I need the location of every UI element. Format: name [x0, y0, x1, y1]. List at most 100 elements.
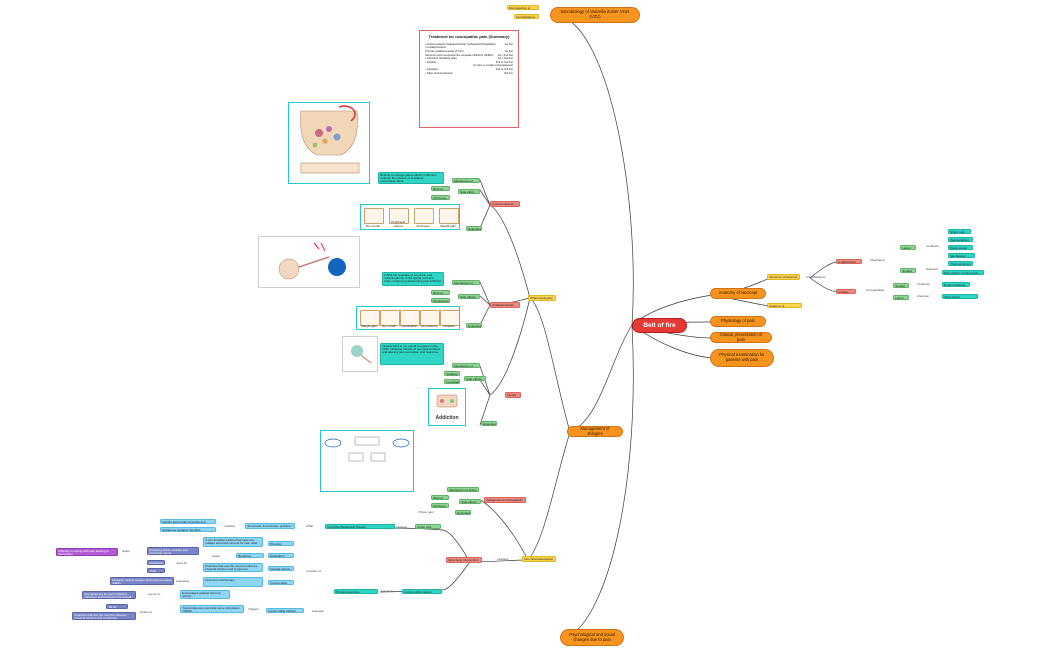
a-delta-detail-5[interactable]: Thermal stimuli: [948, 261, 973, 266]
antidepressant-side-effects[interactable]: Side effects: [458, 294, 480, 299]
constipation-icon: [400, 310, 420, 326]
graded-activity-node[interactable]: Graded activity: [268, 566, 294, 571]
examples-2[interactable]: Examples: [466, 323, 482, 328]
anticonvulsants-node[interactable]: Anticonvulsants: [490, 201, 520, 207]
gabapentin-examples[interactable]: Examples: [455, 510, 471, 515]
dizziness-3[interactable]: Dizziness: [431, 503, 449, 508]
mind-description[interactable]: Practices that use the mind to influence…: [203, 563, 263, 572]
drowsiness[interactable]: Drowsiness: [431, 298, 450, 303]
involves-label: Involves: [396, 526, 408, 529]
summary-row: • Lidocaine (localized pain)1st / 2nd li…: [425, 57, 513, 61]
tai-chi-node[interactable]: Tai chi: [106, 604, 128, 609]
branch-clinical[interactable]: Clinical presentation of pain: [710, 332, 772, 343]
branch-physiology[interactable]: Physiology of pain: [710, 316, 766, 327]
anatomy-classification-label: Classifications: [806, 276, 826, 279]
anatomy-nociceptors[interactable]: Anatomy of nociceptors: [767, 303, 802, 308]
mind-body-node[interactable]: Mind-body intervention: [446, 557, 482, 563]
opioid-node[interactable]: Opioid: [505, 392, 521, 398]
yoga-node[interactable]: Yoga: [147, 568, 165, 573]
branch-management[interactable]: Management of shingles: [567, 426, 623, 437]
phys-exercise-node[interactable]: Physical exercise: [334, 589, 378, 594]
summary-row: Tricyclic antidepressants (TCAs)1st line: [425, 49, 513, 53]
a-delta-detail-4[interactable]: Mechanical stimuli: [948, 253, 975, 258]
breathing-node[interactable]: Breathing exercises: [236, 553, 264, 558]
examples-3[interactable]: Examples: [481, 421, 497, 426]
anatomy-structure[interactable]: Structure of Nocicept: [767, 274, 800, 280]
antidepressant-moa[interactable]: Mechanism of action: [452, 280, 480, 285]
a-delta-detail-1[interactable]: Sharp pain: [948, 229, 971, 234]
anatomy-a-smaller[interactable]: Smaller: [900, 268, 916, 273]
branch-psychological[interactable]: Psychological and social changes due to …: [560, 629, 624, 646]
antidepressants-node[interactable]: Antidepressants: [490, 302, 520, 308]
anatomy-c-smaller[interactable]: Larger: [893, 295, 909, 300]
tens-node[interactable]: Transcutaneous electrical nerve stimulat…: [180, 605, 244, 613]
examples-1[interactable]: Examples: [466, 226, 482, 231]
phys-exercise-desc[interactable]: Encourages gradual return to activity: [180, 590, 230, 599]
cbt-definition[interactable]: Structured, time-limited, problem-focuse…: [245, 523, 295, 529]
c-fiber-detail-1[interactable]: Dull, aching, burning pain: [942, 270, 984, 275]
anticonvulsant-moa[interactable]: Mechanism of action: [452, 178, 480, 183]
branch-anatomy[interactable]: Anatomy of Nocicept: [710, 288, 766, 299]
constipation-label: Constipation: [400, 324, 418, 328]
c-fiber-detail-3[interactable]: Slow signal transmission: [942, 294, 978, 299]
dry-mouth-label: Dry mouth: [382, 324, 396, 328]
opioid-drawing: [351, 345, 372, 364]
anatomy-a-larger[interactable]: Larger: [900, 245, 916, 250]
coping-node-2[interactable]: Coping skills training: [266, 608, 304, 613]
cbt-identify[interactable]: Identify and modify thoughts and behavio…: [160, 519, 216, 524]
cbt-reframe[interactable]: Reframing negative thoughts: [160, 527, 216, 532]
gabapentin-moa[interactable]: Mechanism of action: [447, 487, 479, 492]
a-delta-detail-3[interactable]: Rapid signal: [948, 245, 973, 250]
root-node[interactable]: Belt of fire: [632, 318, 687, 333]
purple-desc-2[interactable]: Reduces muscle tension and improves slee…: [110, 577, 174, 585]
c-fiber-detail-2[interactable]: Poorly localized: [942, 282, 970, 287]
tens-description[interactable]: A non-invasive method that uses low-volt…: [203, 537, 263, 547]
heat-cold-node[interactable]: Heat and cold therapy: [203, 577, 263, 587]
anatomy-c-fibers[interactable]: C fibers: [836, 289, 856, 294]
acute-care-node[interactable]: Acute care: [415, 524, 441, 529]
opioid-side-effects[interactable]: Side effects: [464, 376, 486, 381]
branch-physical-exam[interactable]: Physical examination for patients with p…: [710, 349, 774, 367]
anticonvulsant-side-effect[interactable]: Side effect: [458, 189, 480, 194]
anatomy-c-larger[interactable]: Smaller: [893, 283, 909, 288]
coping-skills-teal[interactable]: Coping skills training: [402, 589, 442, 594]
opioid-moa[interactable]: Mechanism of action: [452, 363, 480, 368]
lavender-note[interactable]: Strengthening the pain-inhibitory pathwa…: [82, 591, 136, 599]
branch-microbiology[interactable]: Microbiology of Varicella Zoster Virus (…: [550, 7, 640, 23]
relaxation-node[interactable]: Relaxation training: [268, 553, 294, 558]
purple-mind-desc[interactable]: Practices that use the mind to influence…: [72, 612, 136, 620]
coping-skills-node[interactable]: Coping skills training: [268, 580, 294, 585]
gabapentin-node[interactable]: Gabapentin and Pregabalin (Lyrica): [484, 497, 526, 503]
blurred-vision-3[interactable]: Blurred vision: [431, 495, 449, 500]
summary-row: • Antidepressants: [425, 46, 446, 50]
microbiology-child-2[interactable]: Complications: [514, 14, 539, 19]
depression-note[interactable]: Difficulty in coping with pain leading t…: [56, 548, 118, 556]
meditation-node[interactable]: Meditation: [147, 560, 165, 565]
anticonvulsant-moa-text[interactable]: Binding to voltage-gated calcium channel…: [378, 172, 444, 184]
weight-gain-label: Weight gain: [440, 224, 456, 228]
constipation[interactable]: Constipation: [444, 379, 460, 384]
physical-therapy-node[interactable]: Physical therapy: [268, 541, 294, 546]
dizziness-1[interactable]: Dizziness: [431, 195, 450, 200]
non-pharmacological-node[interactable]: Non-pharmacological: [522, 556, 556, 562]
purple-desc-1[interactable]: Reducing stress, anxiety and improving m…: [147, 547, 199, 555]
opioid-moa-text[interactable]: Opioids bind to mu-opioid receptors in t…: [380, 343, 444, 365]
treatment-summary-card: Treatment for neuropathic pain (Summary)…: [419, 30, 519, 128]
summary-row: Serotonin and norepinephrine reuptake in…: [425, 53, 513, 57]
microbiology-child-1[interactable]: Reproduction of Varicella: [507, 5, 539, 10]
side-effect-tiles-1: Dry mouth Peripheral edema Dizziness Wei…: [360, 204, 460, 230]
anatomy-a-delta[interactable]: A-delta fibers: [836, 259, 862, 264]
blurred-vision-2[interactable]: Blurred vision: [431, 290, 450, 295]
gabapentin-side-effects[interactable]: Side effects: [459, 499, 481, 504]
cbt-node[interactable]: Cognitive Behavioral Therapy: [325, 524, 395, 529]
a-delta-detail-2[interactable]: Well-localized: [948, 237, 973, 242]
pharmacological-node[interactable]: Pharmacological: [528, 295, 556, 301]
sedation[interactable]: Sedation: [444, 371, 460, 376]
antidepressant-moa-text[interactable]: Inhibit the reuptake of serotonin and no…: [382, 272, 444, 286]
anatomy-c-unmyelinated-label: Unmyelinated: [866, 289, 885, 292]
examples-label: Examples: [176, 580, 190, 583]
sedation-label: Sedation: [443, 324, 455, 328]
blurred-vision-1[interactable]: Blurred vision: [431, 186, 450, 191]
anatomy-a-myelinated-label: Myelinated: [870, 259, 885, 262]
dry-mouth-icon: [364, 208, 384, 224]
